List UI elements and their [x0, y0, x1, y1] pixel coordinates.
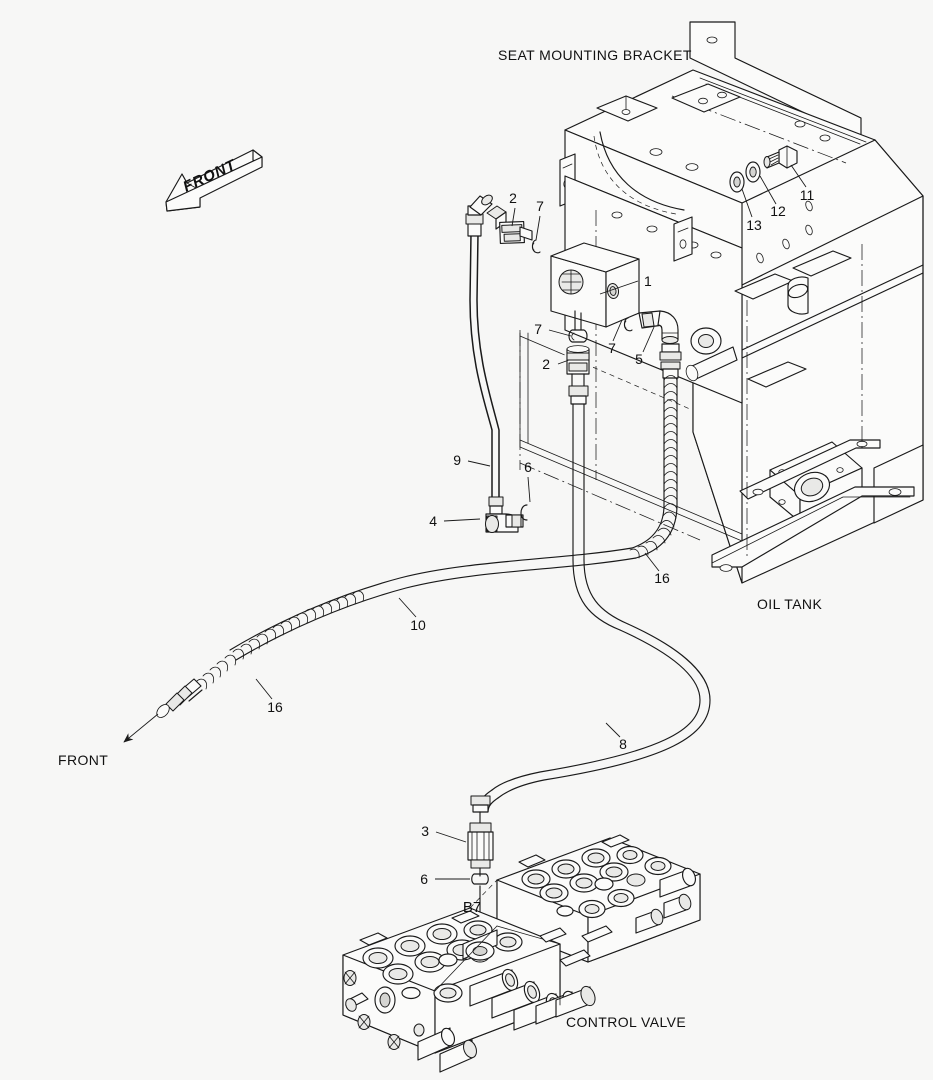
callout-8: 8: [619, 736, 627, 752]
o-ring-part6b: [471, 873, 489, 885]
center-pipe-to-hose10: [566, 310, 629, 631]
elbow-fitting-part4: [485, 513, 524, 533]
callout-2b: 2: [542, 356, 550, 372]
o-ring-part7b: [568, 329, 588, 343]
valve-spool-caps-rear: [521, 845, 672, 919]
connector-union-part2a: [499, 221, 533, 244]
callout-6b: 6: [420, 871, 428, 887]
o-ring-part6a: [520, 504, 528, 521]
spiral-guard-16-horizontal: [195, 590, 365, 690]
callout-5: 5: [635, 351, 643, 367]
front-arrow-3d: FRONT: [165, 149, 263, 212]
elbow-fitting-part5: [638, 310, 679, 344]
valve-spool-stubs-rear: [635, 867, 696, 934]
washer-part13: [729, 171, 745, 193]
callout-16a: 16: [654, 570, 670, 586]
front-arrow-flat-label: FRONT: [58, 752, 108, 768]
callout-10: 10: [410, 617, 426, 633]
control-valve-assembly: [342, 834, 701, 1073]
hose-8-assembly: [470, 623, 711, 813]
o-ring-part7a: [531, 239, 541, 254]
callout-9: 9: [453, 452, 461, 468]
hose-10-assembly: [123, 547, 637, 743]
callout-2a: 2: [509, 190, 517, 206]
port-b7-label: B7: [463, 899, 481, 916]
callout-6a: 6: [524, 459, 532, 475]
valve-bottom-stubs: [417, 1027, 477, 1073]
callout-7c: 7: [608, 340, 616, 356]
washer-part12: [745, 161, 761, 183]
adapter-straight-part3: [467, 811, 494, 877]
callout-12: 12: [770, 203, 786, 219]
seat-mounting-bracket-label: SEAT MOUNTING BRACKET: [498, 47, 692, 63]
valve-port-b7-boss: [462, 929, 498, 961]
oil-tank-label: OIL TANK: [757, 596, 822, 612]
callout-layer: 1 2 2 3 4 5 6 6 7 7 7 8 9: [255, 164, 815, 887]
oil-tank-assembly: [519, 21, 924, 584]
callout-13: 13: [746, 217, 762, 233]
spiral-guard-16-vertical: [629, 375, 678, 559]
callout-3: 3: [421, 823, 429, 839]
hose-16-vertical: [629, 343, 682, 559]
callout-16b: 16: [267, 699, 283, 715]
callout-7b: 7: [534, 321, 542, 337]
callout-4: 4: [429, 513, 437, 529]
valve-block-part1: [550, 242, 640, 328]
o-ring-part7c: [623, 317, 633, 332]
callout-7a: 7: [536, 198, 544, 214]
valve-spool-stubs-front: [469, 968, 596, 1031]
connector-union-part2b: [566, 345, 590, 375]
callout-11: 11: [800, 187, 815, 203]
bolt-part11: [763, 145, 798, 169]
callout-1: 1: [644, 273, 652, 289]
control-valve-label: CONTROL VALVE: [566, 1014, 686, 1030]
valve-left-endcap: [343, 970, 425, 1050]
